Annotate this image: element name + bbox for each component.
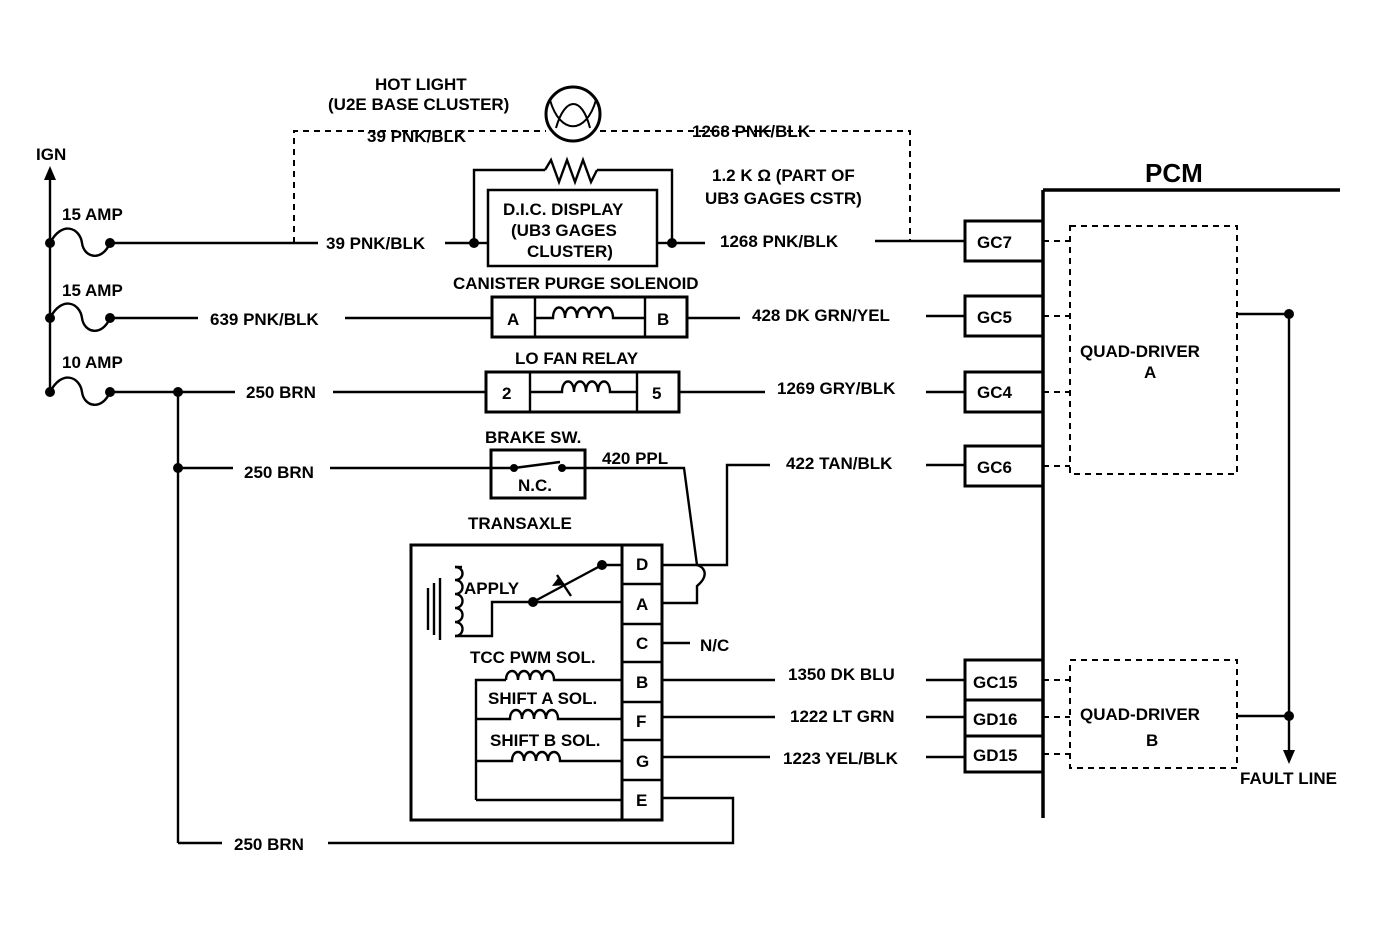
- transaxle-pin-e: E: [636, 791, 647, 810]
- quad-a-line2: A: [1144, 363, 1156, 382]
- purge-title: CANISTER PURGE SOLENOID: [453, 274, 699, 293]
- shift-b-label: SHIFT B SOL.: [490, 731, 601, 750]
- ignition-feed: IGN: [36, 145, 66, 392]
- hot-light: HOT LIGHT (U2E BASE CLUSTER) 39 PNK/BLK …: [293, 75, 911, 243]
- wire-250-b-label: 250 BRN: [244, 463, 314, 482]
- shift-b-coil-icon: [476, 750, 622, 763]
- fuse-2: 15 AMP: [45, 281, 123, 332]
- lamp-icon: [544, 85, 602, 143]
- quad-driver-b-box: [1069, 659, 1238, 769]
- pcm-title: PCM: [1145, 158, 1203, 188]
- canister-purge-circuit: 639 PNK/BLK CANISTER PURGE SOLENOID A B …: [110, 274, 965, 339]
- quad-b-line2: B: [1146, 731, 1158, 750]
- wire-250-c-label: 250 BRN: [234, 835, 304, 854]
- transaxle-title: TRANSAXLE: [468, 514, 572, 533]
- fan-title: LO FAN RELAY: [515, 349, 639, 368]
- transaxle-pin-c: C: [636, 634, 648, 653]
- fan-pin-2: 2: [502, 384, 511, 403]
- dic-circuit: 39 PNK/BLK D.I.C. DISPLAY (UB3 GAGES CLU…: [110, 156, 965, 268]
- shift-a-label: SHIFT A SOL.: [488, 689, 597, 708]
- wire-39-top-label: 39 PNK/BLK: [367, 127, 467, 146]
- nc-pin-label: N/C: [700, 636, 729, 655]
- transaxle-pin-b: B: [636, 673, 648, 692]
- apply-label: APPLY: [464, 579, 520, 598]
- transaxle-outputs: N/C 1350 DK BLU 1222 LT GRN 1223 YEL/BLK…: [178, 636, 965, 854]
- brake-title: BRAKE SW.: [485, 428, 581, 447]
- wire-1350-label: 1350 DK BLU: [788, 665, 895, 684]
- purge-pin-b: B: [657, 310, 669, 329]
- pcm: PCM GC7 GC5 GC4 GC6 GC15 GD16 GD15 QUAD-…: [963, 158, 1340, 818]
- wire-428-label: 428 DK GRN/YEL: [752, 306, 890, 325]
- resistor-label-2: UB3 GAGES CSTR): [705, 189, 862, 208]
- fault-line-label: FAULT LINE: [1240, 769, 1337, 788]
- purge-coil-icon: [535, 306, 645, 320]
- dic-line1: D.I.C. DISPLAY: [503, 200, 624, 219]
- ign-arrow-icon: [44, 166, 56, 180]
- wire-639-label: 639 PNK/BLK: [210, 310, 319, 329]
- wire-422-label: 422 TAN/BLK: [786, 454, 893, 473]
- fuse-3: 10 AMP: [45, 353, 123, 406]
- fault-arrow-icon: [1283, 750, 1295, 764]
- lo-fan-circuit: 250 BRN LO FAN RELAY 2 5 1269 GRY/BLK: [110, 349, 965, 414]
- quad-a-line1: QUAD-DRIVER: [1080, 342, 1200, 361]
- tcc-label: TCC PWM SOL.: [470, 648, 596, 667]
- shift-a-coil-icon: [476, 708, 622, 721]
- quad-driver-a-box: [1069, 225, 1238, 475]
- pcm-pin-gc5-label: GC5: [977, 308, 1012, 327]
- fuse-1: 15 AMP: [45, 205, 123, 257]
- transaxle-pin-d: D: [636, 555, 648, 574]
- quad-b-line1: QUAD-DRIVER: [1080, 705, 1200, 724]
- purge-pin-a: A: [507, 310, 519, 329]
- hot-light-subtitle: (U2E BASE CLUSTER): [328, 95, 509, 114]
- wire-250-a-label: 250 BRN: [246, 383, 316, 402]
- tcc-coil-icon: [504, 669, 622, 682]
- transaxle: TRANSAXLE D A C B F G E: [409, 514, 664, 822]
- pcm-pin-gc7-label: GC7: [977, 233, 1012, 252]
- transaxle-box: [409, 543, 664, 822]
- hot-light-title: HOT LIGHT: [375, 75, 467, 94]
- fuse-1-label: 15 AMP: [62, 205, 123, 224]
- brake-switch-box: [489, 448, 587, 500]
- fan-pin-5: 5: [652, 384, 661, 403]
- wire-1223-label: 1223 YEL/BLK: [783, 749, 899, 768]
- brake-state: N.C.: [518, 476, 552, 495]
- wire-1268-top-label: 1268 PNK/BLK: [692, 122, 811, 141]
- wire-420-label: 420 PPL: [602, 449, 668, 468]
- fuse-2-label: 15 AMP: [62, 281, 123, 300]
- switch-contact-icon: [513, 460, 561, 470]
- wire-39-label: 39 PNK/BLK: [326, 234, 426, 253]
- resistor-label-1: 1.2 K Ω (PART OF: [712, 166, 855, 185]
- fuse-3-label: 10 AMP: [62, 353, 123, 372]
- apply-switch-icon: [426, 560, 622, 640]
- dic-display-box: [486, 188, 659, 268]
- transaxle-connector: [620, 543, 664, 822]
- transaxle-pin-g: G: [636, 752, 649, 771]
- pcm-pin-gd15-label: GD15: [973, 746, 1017, 765]
- pcm-pin-gc6-label: GC6: [977, 458, 1012, 477]
- brake-circuit: 250 BRN BRAKE SW. N.C. 420 PPL 422 TAN/B…: [173, 392, 965, 843]
- ign-label: IGN: [36, 145, 66, 164]
- wire-1269-label: 1269 GRY/BLK: [777, 379, 896, 398]
- transaxle-pin-a: A: [636, 595, 648, 614]
- dic-line2: (UB3 GAGES: [511, 221, 617, 240]
- pcm-pin-gd16-label: GD16: [973, 710, 1017, 729]
- pcm-pin-gc4-label: GC4: [977, 383, 1013, 402]
- wire-1268-label: 1268 PNK/BLK: [720, 232, 839, 251]
- fan-coil-icon: [530, 380, 637, 394]
- resistor-icon: [543, 156, 599, 186]
- pcm-pin-gc15-label: GC15: [973, 673, 1017, 692]
- wire-1222-label: 1222 LT GRN: [790, 707, 895, 726]
- dic-line3: CLUSTER): [527, 242, 613, 261]
- fan-relay-box: [484, 370, 681, 414]
- transaxle-pin-f: F: [636, 712, 646, 731]
